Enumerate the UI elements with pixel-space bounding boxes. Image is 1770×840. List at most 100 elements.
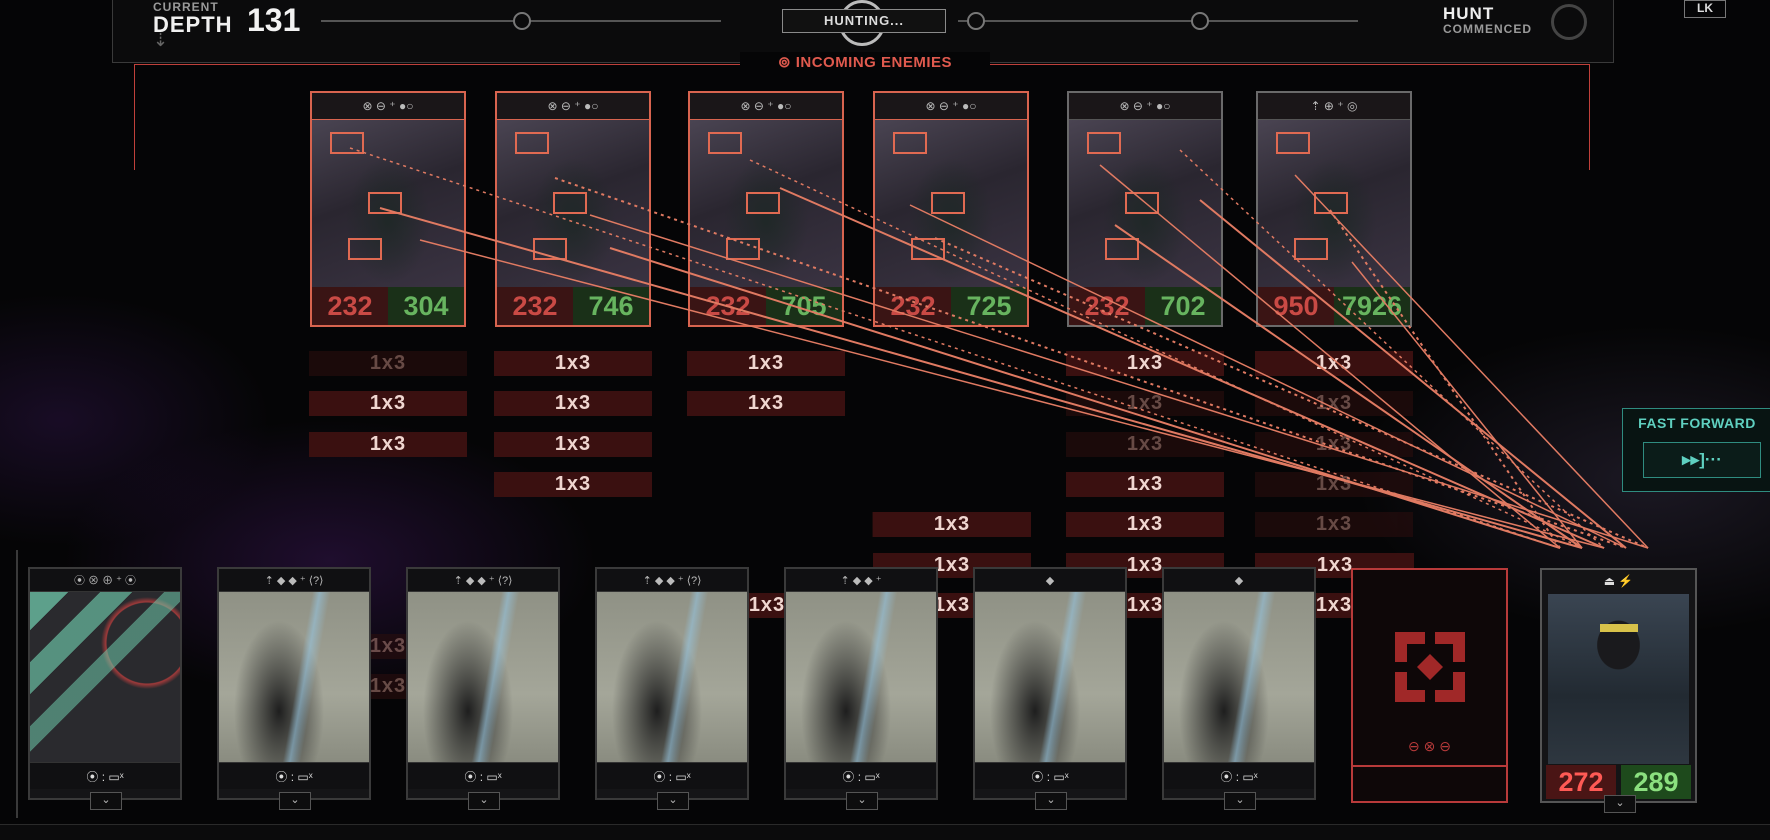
down-arrow-icon: ⇣: [153, 30, 169, 50]
target-marker: [893, 132, 927, 154]
attack-line: [934, 237, 1649, 549]
hunt-title: HUNT: [1443, 4, 1495, 23]
fast-forward-button[interactable]: ▸▸]···: [1643, 442, 1761, 478]
incoming-enemies-text: INCOMING ENEMIES: [795, 54, 953, 71]
card-trait-icons: ⇡ ◆ ◆ ⁺ ⟨?⟩: [597, 569, 747, 592]
enemy-health: 702: [1145, 287, 1221, 325]
target-marker: [1087, 132, 1121, 154]
attack-line: [554, 177, 1627, 549]
enemy-traits: ⊗ ⊖ ⁺ ●○: [875, 93, 1027, 120]
player-card[interactable]: ⇡ ◆ ◆ ⁺ ⟨?⟩ ⦿ : ▭ˣ ⌄: [595, 567, 749, 810]
target-marker: [746, 192, 780, 214]
attack-line: [1099, 164, 1561, 549]
depth-label: DEPTH: [153, 12, 233, 37]
player-card[interactable]: ⇡ ◆ ◆ ⁺ ⟨?⟩ ⦿ : ▭ˣ ⌄: [217, 567, 371, 810]
progress-node: [967, 12, 985, 30]
attack-line: [1199, 199, 1627, 549]
player-card[interactable]: ◆⦿ : ▭ˣ⌄: [1162, 567, 1316, 810]
target-marker: [368, 192, 402, 214]
enemy-portrait: [875, 120, 1027, 288]
enemy-portrait: [1069, 120, 1221, 288]
tree-art: [786, 592, 936, 762]
enemy-trait-icons: ⊗ ⊖ ⁺ ●○: [925, 99, 977, 113]
attack-tag: 1x3: [309, 391, 467, 416]
hero-attack: 272: [1546, 765, 1616, 799]
radar-icon: [1551, 4, 1587, 40]
player-card[interactable]: ⦿ ⊗ ⊕ ⁺ ⦿⦿ : ▭ˣ⌄: [28, 567, 182, 810]
enemy-health: 725: [951, 287, 1027, 325]
chevron-down-icon[interactable]: ⌄: [657, 792, 689, 810]
depth-counter: CURRENT DEPTH: [153, 0, 233, 38]
chevron-down-icon[interactable]: ⌄: [1035, 792, 1067, 810]
target-marker: [515, 132, 549, 154]
chevron-down-icon[interactable]: ⌄: [279, 792, 311, 810]
enemy-traits: ⇡ ⊕ ⁺ ◎: [1258, 93, 1410, 120]
hero-health: 289: [1621, 765, 1691, 799]
target-marker: [1276, 132, 1310, 154]
hunt-status: HUNTING...: [782, 9, 946, 33]
enemy-trait-icons: ⊗ ⊖ ⁺ ●○: [740, 99, 792, 113]
enemy-attack: 950: [1258, 287, 1334, 325]
player-card[interactable]: ◆⦿ : ▭ˣ⌄: [973, 567, 1127, 810]
tree-art: [408, 592, 558, 762]
target-marker: [1105, 238, 1139, 260]
bottom-bar: [0, 824, 1770, 840]
enemy-portrait: [1258, 120, 1410, 288]
enemy-attack: 232: [497, 287, 573, 325]
chevron-down-icon[interactable]: ⌄: [90, 792, 122, 810]
enemy-card[interactable]: ⊗ ⊖ ⁺ ●○232705: [688, 91, 844, 327]
attack-line: [1294, 174, 1649, 549]
attack-tag: 1x3: [1255, 351, 1413, 376]
target-marker: [330, 132, 364, 154]
card-cost: ⦿ : ▭ˣ: [975, 762, 1125, 789]
card-trait-icons: ⇡ ◆ ◆ ⁺ ⟨?⟩: [219, 569, 369, 592]
target-marker: [1294, 238, 1328, 260]
attack-line: [909, 204, 1627, 549]
card-cost: ⦿ : ▭ˣ: [408, 762, 558, 789]
attack-line: [1329, 209, 1561, 549]
tree-art: [975, 592, 1125, 762]
boss-sigil-icon: [1385, 622, 1475, 712]
hero-portrait: [1548, 594, 1689, 764]
fast-forward-label: FAST FORWARD: [1638, 415, 1756, 431]
hero-card[interactable]: ⏏ ⚡ 272 289 ⌄: [1540, 568, 1697, 813]
attack-line: [589, 214, 1649, 549]
card-cost: ⦿ : ▭ˣ: [597, 762, 747, 789]
attack-tag: 1x3: [1066, 432, 1224, 457]
progress-node: [513, 12, 531, 30]
fast-forward-panel: FAST FORWARD ▸▸]···: [1622, 408, 1770, 492]
card-cost: ⦿ : ▭ˣ: [786, 762, 936, 789]
keybind-hint: LK: [1684, 0, 1726, 18]
player-card[interactable]: ⇡ ◆ ◆ ⁺ ⟨?⟩⦿ : ▭ˣ⌄: [406, 567, 560, 810]
chevron-down-icon[interactable]: ⌄: [846, 792, 878, 810]
player-card[interactable]: ⇡ ◆ ◆ ⁺⦿ : ▭ˣ⌄: [784, 567, 938, 810]
chevron-down-icon[interactable]: ⌄: [1224, 792, 1256, 810]
enemy-attack: 232: [312, 287, 388, 325]
card-cost: ⦿ : ▭ˣ: [219, 762, 369, 789]
attack-line: [1179, 149, 1605, 549]
boss-slot-footer: [1353, 765, 1506, 801]
enemy-traits: ⊗ ⊖ ⁺ ●○: [690, 93, 842, 120]
target-marker: [1125, 192, 1159, 214]
attack-tag: 1x3: [494, 351, 652, 376]
attack-tag: 1x3: [1255, 512, 1413, 537]
incoming-enemies-label: ⊚ INCOMING ENEMIES: [740, 52, 990, 74]
boss-slot[interactable]: ⊖ ⊗ ⊖: [1351, 568, 1508, 803]
attack-tag: 1x3: [309, 351, 467, 376]
card-cost: ⦿ : ▭ˣ: [30, 762, 180, 789]
chevron-down-icon[interactable]: ⌄: [468, 792, 500, 810]
attack-line: [1351, 261, 1583, 549]
warning-icon: ⊚: [777, 54, 796, 71]
chevron-down-icon[interactable]: ⌄: [1604, 795, 1636, 813]
tree-art: [1164, 592, 1314, 762]
attack-tag: 1x3: [494, 391, 652, 416]
